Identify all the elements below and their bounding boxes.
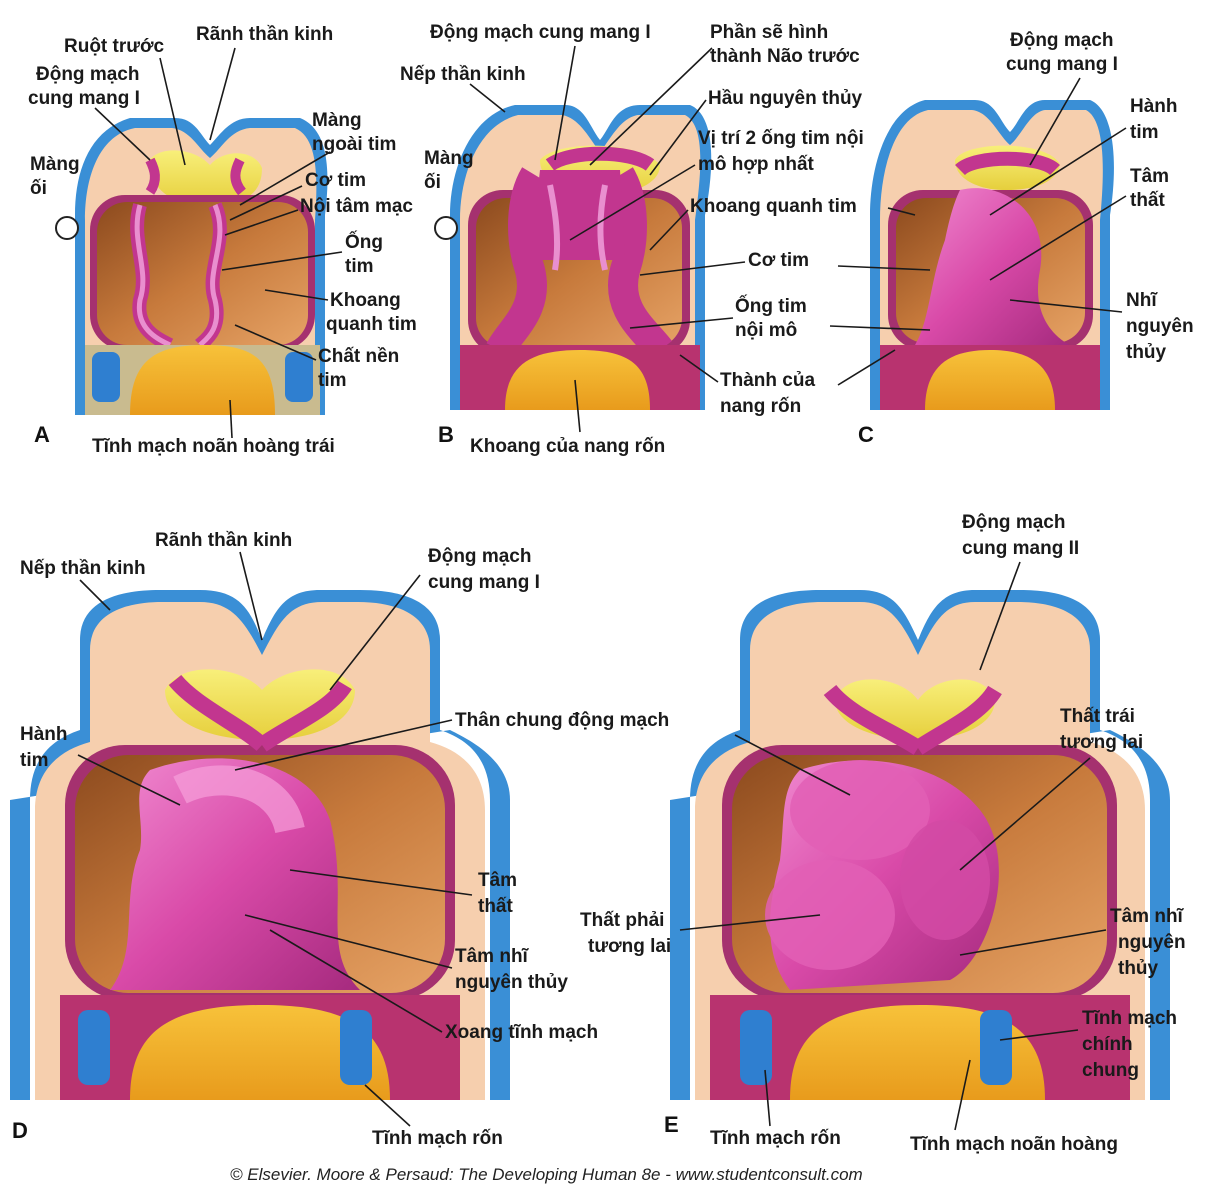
panel-d-leader-lines xyxy=(77,551,473,1127)
label-khoang-a-1: Khoang xyxy=(330,290,401,311)
copyright-credit: © Elsevier. Moore & Persaud: The Develop… xyxy=(230,1165,863,1184)
label-mang-ngoai-tim-2: ngoài tim xyxy=(312,134,396,155)
label-ong-tim-a-2: tim xyxy=(345,256,374,277)
label-ong-tim-a-1: Ống xyxy=(345,231,383,253)
label-hau: Hầu nguyên thủy xyxy=(708,88,863,109)
panel-e-embryo xyxy=(670,590,1170,1100)
panel-b-embryo xyxy=(434,105,712,410)
label-dong-mach-d-1: Động mạch xyxy=(428,546,531,567)
label-nep-than-kinh-d: Nếp thần kinh xyxy=(20,558,146,579)
panel-c: C Động mạch cung mang I Hành tim Tâm thấ… xyxy=(829,30,1194,447)
label-ong-tim-b-2: nội mô xyxy=(735,320,797,341)
label-dong-mach-c-2: cung mang I xyxy=(1006,54,1118,75)
panel-c-leader-lines xyxy=(829,77,1127,386)
aortic-arch-a xyxy=(145,157,247,196)
label-tam-nhi-e-3: thủy xyxy=(1118,958,1159,979)
label-dong-mach-a-1: Động mạch xyxy=(36,64,139,85)
label-dong-mach-e-2: cung mang II xyxy=(962,538,1079,559)
panel-b-leader-lines xyxy=(469,45,746,433)
panel-c-letter: C xyxy=(858,422,874,447)
label-tinh-mach-chinh-3: chung xyxy=(1082,1060,1139,1081)
panel-d-letter: D xyxy=(12,1118,28,1143)
label-mang-oi-a-2: ối xyxy=(30,178,47,199)
label-khoang-a-2: quanh tim xyxy=(326,314,417,335)
label-thanh-2: nang rốn xyxy=(720,396,801,417)
panel-b: B Động mạch cung mang I Phần sẽ hình thà… xyxy=(400,22,864,457)
label-tam-that-d-1: Tâm xyxy=(478,870,517,891)
label-nhi-c-2: nguyên xyxy=(1126,316,1194,337)
panel-a: A Ruột trước Rãnh thần kinh Động mạch cu… xyxy=(28,24,417,457)
label-tinh-mach-noan-trai: Tĩnh mạch noãn hoàng trái xyxy=(92,436,335,457)
label-dong-mach-b: Động mạch cung mang I xyxy=(430,22,651,43)
label-nhi-c-1: Nhĩ xyxy=(1126,290,1158,311)
label-dong-mach-c-1: Động mạch xyxy=(1010,30,1113,51)
panel-d-embryo xyxy=(10,590,510,1100)
label-hanh-tim-c-2: tim xyxy=(1130,122,1159,143)
label-nep-than-kinh-b: Nếp thần kinh xyxy=(400,64,526,85)
label-hanh-tim-d-2: tim xyxy=(20,750,49,771)
label-khoang-b: Khoang quanh tim xyxy=(690,196,857,217)
label-noi-tam-mac: Nội tâm mạc xyxy=(300,196,413,217)
label-that-phai-1: Thất phải xyxy=(580,910,664,931)
label-that-trai-2: tương lai xyxy=(1060,732,1143,753)
label-co-tim-a: Cơ tim xyxy=(305,170,366,191)
label-khoang-nang-ron: Khoang của nang rốn xyxy=(470,436,665,457)
label-dong-mach-e-1: Động mạch xyxy=(962,512,1065,533)
label-tinh-mach-chinh-2: chính xyxy=(1082,1034,1133,1055)
label-ranh-than-kinh-d: Rãnh thần kinh xyxy=(155,530,292,551)
amnion-circle-a xyxy=(55,216,79,240)
label-ong-tim-b-1: Ống tim xyxy=(735,295,807,317)
label-chat-nen-2: tim xyxy=(318,370,347,391)
label-tinh-mach-noan: Tĩnh mạch noãn hoàng xyxy=(910,1134,1118,1155)
label-ruot-truoc: Ruột trước xyxy=(64,36,165,57)
label-than-chung: Thân chung động mạch xyxy=(455,710,669,731)
panel-a-letter: A xyxy=(34,422,50,447)
panel-c-embryo xyxy=(870,100,1114,410)
panel-a-leader-lines xyxy=(94,47,343,439)
label-tam-that-d-2: thất xyxy=(478,896,514,917)
panel-b-letter: B xyxy=(438,422,454,447)
label-thanh-1: Thành của xyxy=(720,370,815,391)
panel-e-leader-lines xyxy=(679,561,1107,1131)
label-ranh-than-kinh-a: Rãnh thần kinh xyxy=(196,24,333,45)
label-mang-ngoai-tim-1: Màng xyxy=(312,110,362,131)
panel-d: D Rãnh thần kinh Nếp thần kinh Động mạch… xyxy=(10,530,669,1149)
label-tam-that-c-2: thất xyxy=(1130,190,1166,211)
label-tinh-mach-ron-d: Tĩnh mạch rốn xyxy=(372,1128,503,1149)
label-mang-oi-a-1: Màng xyxy=(30,154,80,175)
label-chat-nen-1: Chất nền xyxy=(318,346,399,367)
label-phan-se-2: thành Não trước xyxy=(710,46,860,67)
label-hanh-tim-d-1: Hành xyxy=(20,724,68,745)
label-mang-oi-b-1: Màng xyxy=(424,148,474,169)
label-that-phai-2: tương lai xyxy=(588,936,671,957)
label-tam-nhi-d-1: Tâm nhĩ xyxy=(455,946,530,967)
label-tam-that-c-1: Tâm xyxy=(1130,166,1169,187)
panel-e-letter: E xyxy=(664,1112,679,1137)
label-vi-tri-2: mô hợp nhất xyxy=(698,154,815,175)
label-xoang: Xoang tĩnh mạch xyxy=(445,1022,598,1043)
label-nhi-c-3: thủy xyxy=(1126,342,1167,363)
label-co-tim-b: Cơ tim xyxy=(748,250,809,271)
label-tinh-mach-chinh-1: Tĩnh mạch xyxy=(1082,1008,1177,1029)
panel-a-embryo xyxy=(55,118,328,415)
label-tam-nhi-d-2: nguyên thủy xyxy=(455,972,568,993)
label-tinh-mach-ron-e: Tĩnh mạch rốn xyxy=(710,1128,841,1149)
vein-left-a xyxy=(92,352,120,402)
panel-e: E Động mạch cung mang II Thất trái tương… xyxy=(580,512,1186,1155)
label-that-trai-1: Thất trái xyxy=(1060,706,1135,727)
label-tam-nhi-e-2: nguyên xyxy=(1118,932,1186,953)
label-vi-tri-1: Vị trí 2 ống tim nội xyxy=(698,128,864,149)
label-mang-oi-b-2: ối xyxy=(424,172,441,193)
label-dong-mach-d-2: cung mang I xyxy=(428,572,540,593)
label-hanh-tim-c-1: Hành xyxy=(1130,96,1178,117)
label-phan-se-1: Phần sẽ hình xyxy=(710,22,828,43)
label-dong-mach-a-2: cung mang I xyxy=(28,88,140,109)
label-tam-nhi-e-1: Tâm nhĩ xyxy=(1110,906,1185,927)
